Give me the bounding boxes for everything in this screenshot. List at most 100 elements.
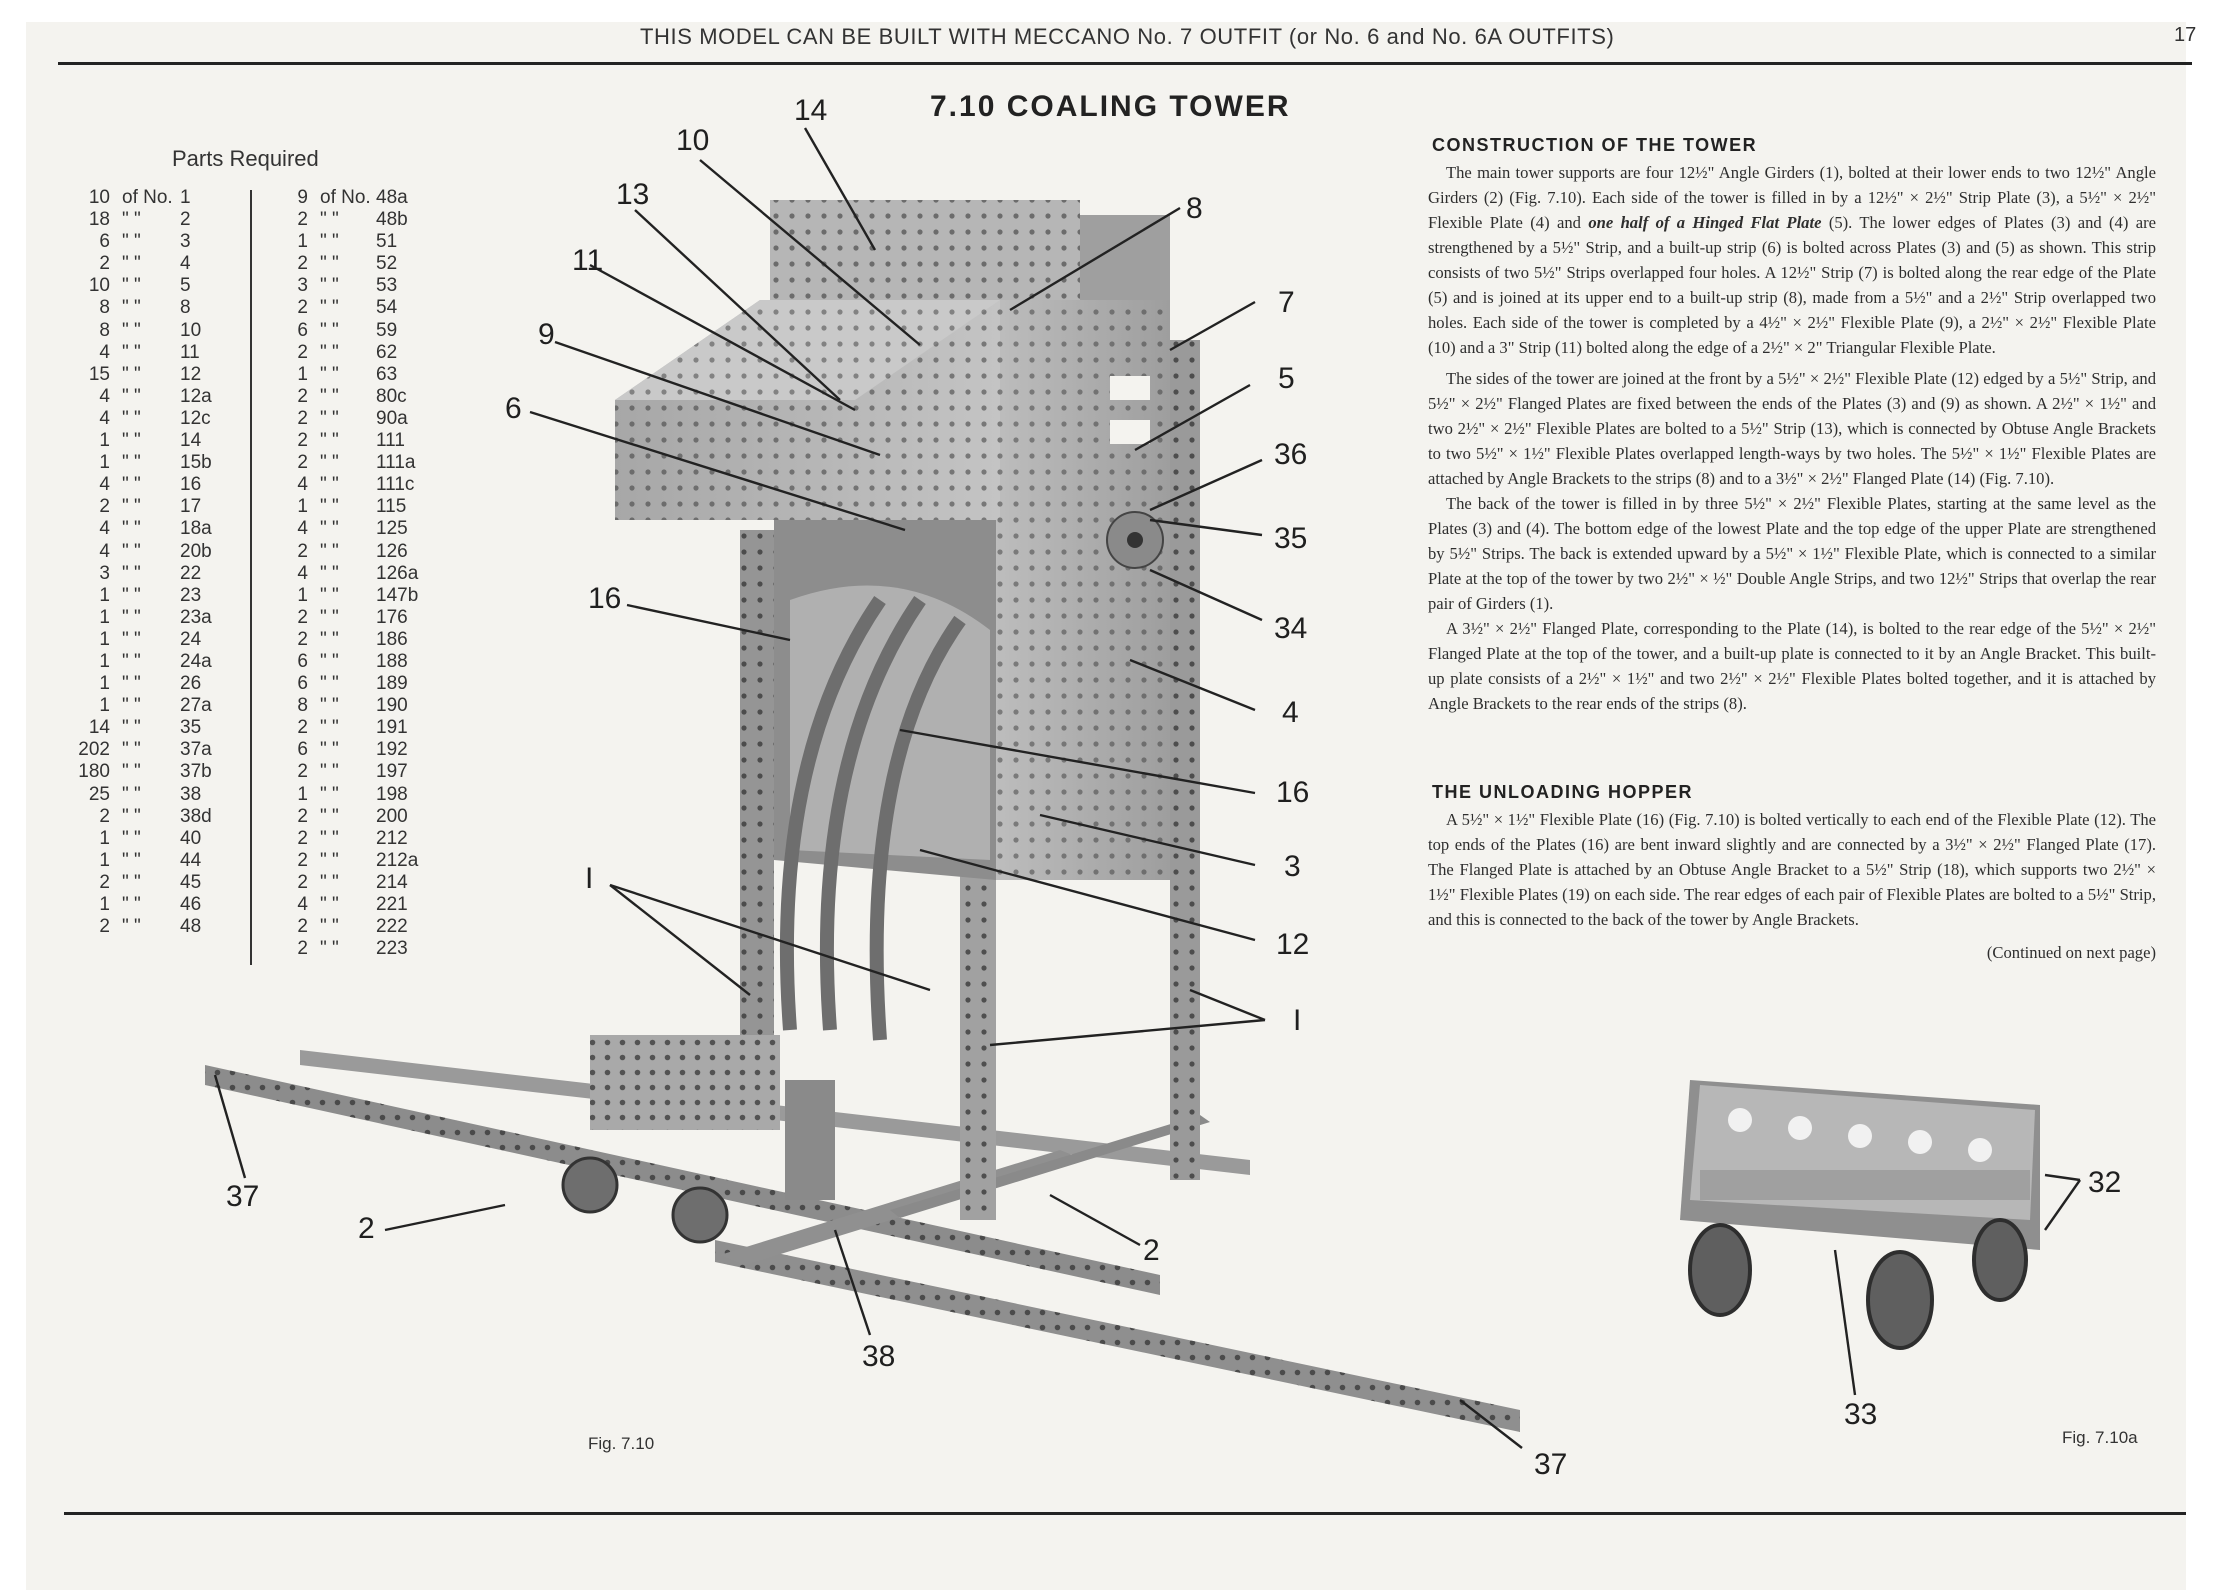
parts-row: 1" "24 xyxy=(99,628,202,650)
callout-10: 10 xyxy=(676,124,710,157)
parts-row: 4" "125 xyxy=(297,518,408,540)
hopper-paragraph-1: A 5½" × 1½" Flexible Plate (16) (Fig. 7.… xyxy=(1428,810,2156,929)
callout-9: 9 xyxy=(538,318,555,351)
parts-row: 2" "212 xyxy=(297,827,408,849)
parts-heading: Parts Required xyxy=(172,146,319,171)
base-girders xyxy=(205,1050,1520,1432)
construction-heading: CONSTRUCTION OF THE TOWER xyxy=(1432,135,1758,155)
parts-row: 1" "198 xyxy=(297,783,408,805)
callout-38: 38 xyxy=(862,1340,896,1373)
parts-row: 1" "26 xyxy=(99,673,202,695)
parts-row: 2" "197 xyxy=(297,761,408,783)
callout-33: 33 xyxy=(1844,1398,1878,1431)
parts-row: 1" "147b xyxy=(297,584,419,606)
parts-row: 2" "45 xyxy=(99,871,202,893)
construction-paragraph-4: A 3½" × 2½" Flanged Plate, corresponding… xyxy=(1428,619,2156,713)
parts-row: 180" "37b xyxy=(78,761,212,783)
callout-3: 3 xyxy=(1284,850,1301,883)
parts-row: 2" "48b xyxy=(297,209,408,231)
parts-row: 2" "48 xyxy=(99,916,202,938)
callout-12: 12 xyxy=(1276,928,1310,961)
parts-row: 1" "23a xyxy=(99,606,212,628)
parts-row: 6" "3 xyxy=(99,231,191,253)
callout-8: 8 xyxy=(1186,192,1203,225)
parts-row: 4" "221 xyxy=(297,894,408,915)
parts-row: 2" "17 xyxy=(99,496,202,518)
construction-paragraph-3: The back of the tower is filled in by th… xyxy=(1428,494,2156,613)
parts-row: 2" "111 xyxy=(297,430,405,452)
callout-5: 5 xyxy=(1278,362,1295,395)
parts-row: 25" "38 xyxy=(88,783,202,805)
parts-row: 4" "11 xyxy=(99,341,200,363)
bottom-rule xyxy=(64,1512,2186,1515)
parts-row: 2" "4 xyxy=(99,253,191,275)
callout-7: 7 xyxy=(1278,286,1295,319)
parts-row: 2" "212a xyxy=(297,849,419,871)
parts-row: 6" "59 xyxy=(297,319,398,341)
parts-row: 2" "176 xyxy=(297,606,408,628)
parts-row: 2" "223 xyxy=(297,938,408,960)
parts-row: 14" "35 xyxy=(88,717,202,739)
parts-row: 2" "111a xyxy=(297,452,416,474)
fig-7-10a-truck xyxy=(1680,1080,2040,1350)
callout-37-right: 37 xyxy=(1534,1448,1568,1481)
parts-row: 4" "20b xyxy=(99,540,212,562)
parts-divider xyxy=(250,190,252,965)
callout-11: 11 xyxy=(572,244,604,277)
parts-row: 18" "2 xyxy=(88,209,191,231)
parts-row: 2" "90a xyxy=(297,407,408,429)
parts-row: 202" "37a xyxy=(78,739,212,761)
parts-row: 1" "51 xyxy=(297,231,398,253)
parts-row: 8" "190 xyxy=(297,695,408,717)
parts-row: 4" "12a xyxy=(99,385,212,407)
parts-row: 4" "18a xyxy=(99,518,212,540)
hopper-heading: THE UNLOADING HOPPER xyxy=(1432,782,1694,802)
outfit-header: THIS MODEL CAN BE BUILT WITH MECCANO No.… xyxy=(640,24,1615,49)
parts-row: 1" "46 xyxy=(99,894,202,915)
construction-text: The main tower supports are four 12½" An… xyxy=(1428,160,2156,716)
parts-row: 8" "8 xyxy=(99,297,191,319)
parts-row: 2" "126 xyxy=(297,540,408,562)
hopper-chute xyxy=(779,596,966,1041)
parts-row: 2" "214 xyxy=(297,871,408,893)
parts-row: 1" "27a xyxy=(99,695,212,717)
construction-paragraph-2: The sides of the tower are joined at the… xyxy=(1428,369,2156,488)
parts-row: 1" "24a xyxy=(99,650,212,672)
hopper-text: A 5½" × 1½" Flexible Plate (16) (Fig. 7.… xyxy=(1428,807,2156,965)
callout-1-right: I xyxy=(1293,1004,1302,1037)
tower-body xyxy=(615,200,1170,880)
parts-row: 4" "111c xyxy=(297,474,415,496)
parts-row: 4" "12c xyxy=(99,407,211,429)
callout-4: 4 xyxy=(1282,696,1299,729)
page-number: 17 xyxy=(2174,24,2197,46)
parts-row: 1" "14 xyxy=(99,430,202,452)
model-title: 7.10 COALING TOWER xyxy=(930,90,1291,123)
top-rule xyxy=(58,62,2192,65)
parts-row: 2" "80c xyxy=(297,385,407,407)
fig-7-10-caption: Fig. 7.10 xyxy=(588,1434,655,1453)
parts-row: 4" "126a xyxy=(297,562,419,584)
callout-34: 34 xyxy=(1274,612,1308,645)
continued-note: (Continued on next page) xyxy=(1986,943,2156,962)
parts-row: 4" "16 xyxy=(99,474,202,496)
callout-16-right: 16 xyxy=(1276,776,1310,809)
callout-2-left: 2 xyxy=(358,1212,375,1245)
callout-6: 6 xyxy=(505,392,522,425)
parts-row: 1" "15b xyxy=(99,452,212,474)
parts-row: 3" "22 xyxy=(99,562,202,584)
fig-7-10a-caption: Fig. 7.10a xyxy=(2062,1428,2138,1447)
callout-1-left: I xyxy=(585,862,594,895)
construction-paragraph-1: The main tower supports are four 12½" An… xyxy=(1428,163,2157,357)
parts-row: 2" "186 xyxy=(297,628,408,650)
parts-row: 3" "53 xyxy=(297,275,398,297)
callout-35: 35 xyxy=(1274,522,1308,555)
callout-13: 13 xyxy=(616,178,650,211)
winch-pulley xyxy=(1106,511,1164,569)
parts-row: 1" "44 xyxy=(99,849,202,871)
parts-row: 1" "40 xyxy=(99,827,202,849)
parts-row: 6" "189 xyxy=(297,673,408,695)
